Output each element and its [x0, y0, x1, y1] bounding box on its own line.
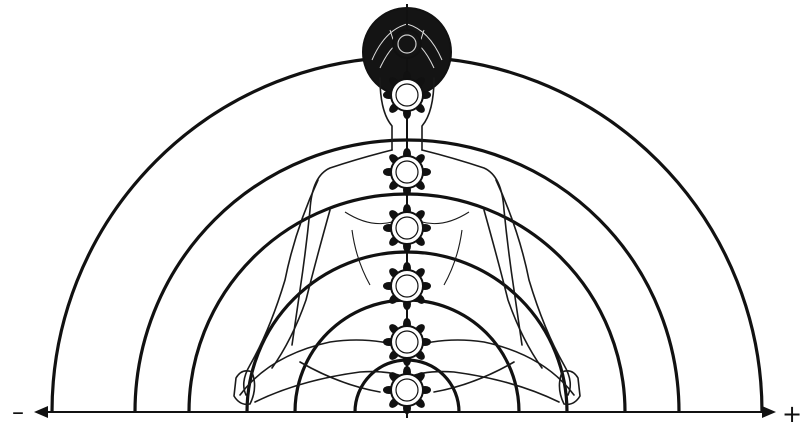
third-eye-chakra	[383, 71, 431, 119]
plus-label: +	[782, 400, 802, 428]
root-chakra	[383, 366, 431, 414]
right-arrowhead	[762, 406, 776, 418]
chakra-disc	[393, 30, 421, 58]
heart-chakra	[383, 204, 431, 252]
throat-chakra	[383, 148, 431, 196]
minus-label: –	[12, 398, 24, 426]
sacral-chakra	[383, 318, 431, 366]
crown-chakra	[393, 30, 421, 58]
solar-plexus-chakra	[383, 262, 431, 310]
left-arrowhead	[34, 406, 48, 418]
